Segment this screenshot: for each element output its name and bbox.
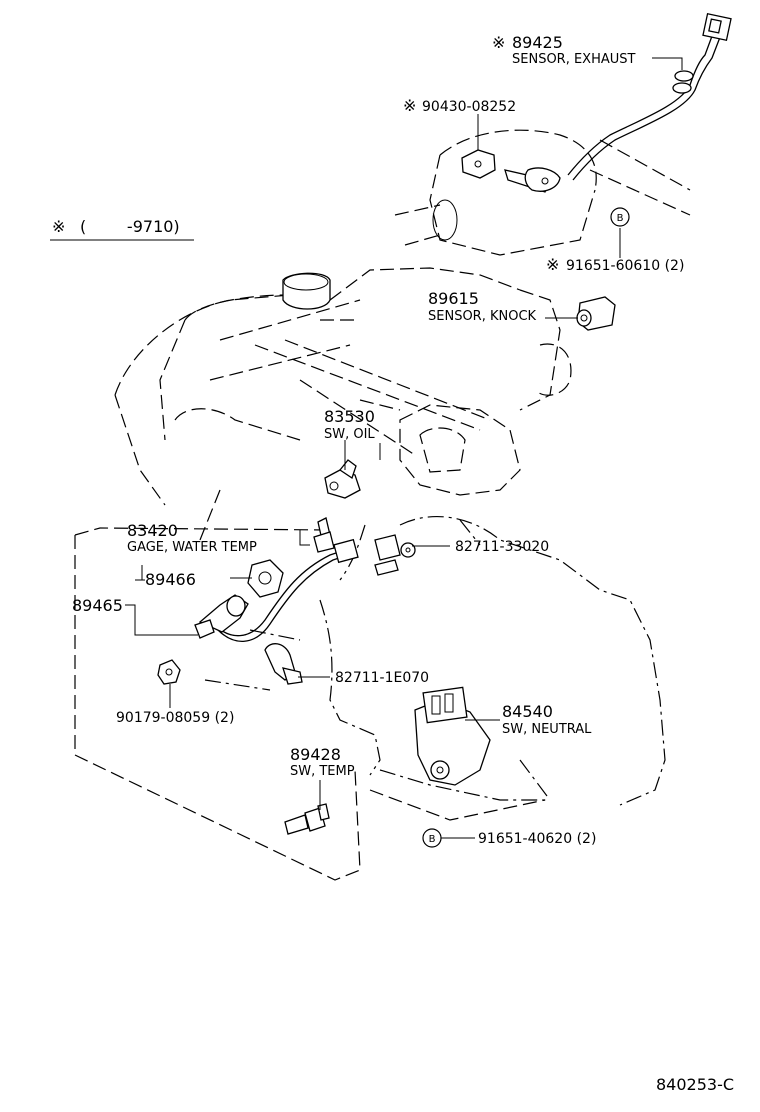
label-89465-number: 89465	[72, 596, 123, 615]
water-temp-gage-83420	[313, 517, 335, 553]
clamp-82711-1E070	[264, 643, 303, 685]
label-91651-40620-number: 91651-40620 (2)	[478, 831, 596, 847]
bolt-b-label-1: B	[617, 213, 624, 224]
bolt-b-marker-1: B	[610, 207, 630, 227]
note-label: ※ ( -9710)	[50, 217, 194, 241]
connector-82711-33020	[374, 534, 416, 576]
engine-outline	[114, 267, 572, 541]
label-84540-desc: SW, NEUTRAL	[502, 722, 592, 737]
oil-filler-cap	[282, 272, 331, 310]
note-range: ( -9710)	[80, 217, 180, 236]
label-89615-number: 89615	[428, 289, 479, 308]
label-89425-desc: SENSOR, EXHAUST	[512, 52, 636, 67]
mark-91651-60610: ※	[546, 255, 559, 274]
bolt-b-label-2: B	[429, 834, 436, 845]
label-84540-number: 84540	[502, 702, 553, 721]
knock-sensor-89615	[576, 296, 616, 331]
label-89425-number: 89425	[512, 33, 563, 52]
temp-switch-89428	[284, 803, 330, 835]
oxygen-sensor-89465	[194, 538, 359, 642]
mark-89425: ※	[492, 33, 505, 52]
neutral-switch-84540	[414, 686, 491, 786]
gasket-90430	[461, 149, 496, 179]
label-90430-number: 90430-08252	[422, 99, 516, 115]
label-83530-number: 83530	[324, 407, 375, 426]
group-frame	[74, 527, 546, 881]
diagram-id: 840253-C	[656, 1075, 734, 1094]
note-symbol: ※	[52, 217, 65, 236]
exhaust-sensor-89425	[504, 12, 732, 193]
label-90179-number: 90179-08059 (2)	[116, 710, 234, 726]
oil-switch-83530	[324, 459, 361, 499]
label-83530-desc: SW, OIL	[324, 427, 375, 442]
label-83420-number: 83420	[127, 521, 178, 540]
bolt-b-marker-2: B	[422, 828, 442, 848]
mark-90430: ※	[403, 96, 416, 115]
label-82711-1E070-number: 82711-1E070	[335, 670, 429, 686]
label-89615-desc: SENSOR, KNOCK	[428, 309, 537, 324]
nut-90179	[157, 659, 181, 685]
label-83420-desc: GAGE, WATER TEMP	[127, 540, 257, 555]
label-82711-33020-number: 82711-33020	[455, 539, 549, 555]
label-89428-desc: SW, TEMP	[290, 764, 355, 779]
label-89428-number: 89428	[290, 745, 341, 764]
leader-lines	[125, 57, 683, 839]
transmission-outline	[204, 515, 666, 806]
gasket-89466	[247, 559, 284, 598]
label-89466-number: 89466	[145, 570, 196, 589]
label-91651-60610-number: 91651-60610 (2)	[566, 258, 684, 274]
exhaust-manifold-outline	[394, 129, 691, 256]
